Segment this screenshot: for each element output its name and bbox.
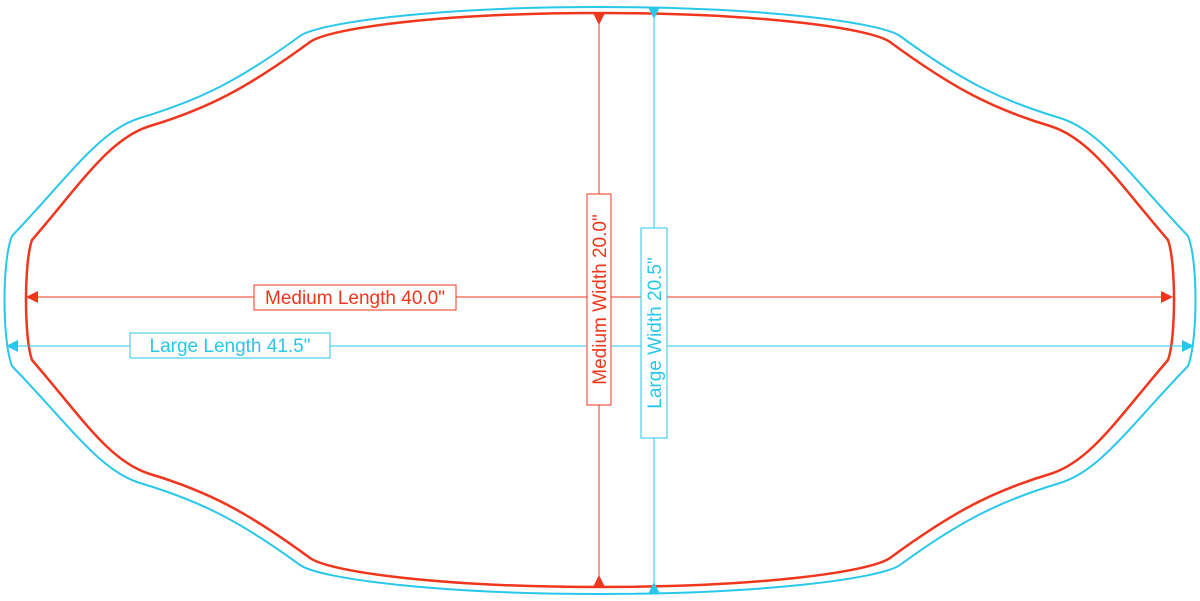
large-length-label-box [129,332,331,359]
large-width-label-box [640,227,668,439]
large-length-dimension: Large Length 41.5" [6,332,1194,359]
medium-width-top-arrow [593,13,605,25]
large-size-outline [3,5,1197,596]
large-width-dimension: Large Width 20.5" [640,7,668,594]
medium-width-dimension: Medium Width 20.0" [586,13,612,587]
medium-width-label-box [586,193,612,406]
large-width-top-arrow [648,7,660,19]
large-length-right-arrow [1182,340,1194,352]
medium-length-left-arrow [26,291,38,303]
large-width-label: Large Width 20.5" [645,257,666,408]
medium-length-right-arrow [1161,291,1173,303]
large-length-label: Large Length 41.5" [150,336,311,357]
medium-length-label-box [253,284,457,311]
large-width-bottom-arrow [648,582,660,594]
large-length-left-arrow [6,340,18,352]
medium-length-label: Medium Length 40.0" [265,288,445,309]
medium-width-bottom-arrow [593,575,605,587]
medium-width-label: Medium Width 20.0" [590,214,611,384]
